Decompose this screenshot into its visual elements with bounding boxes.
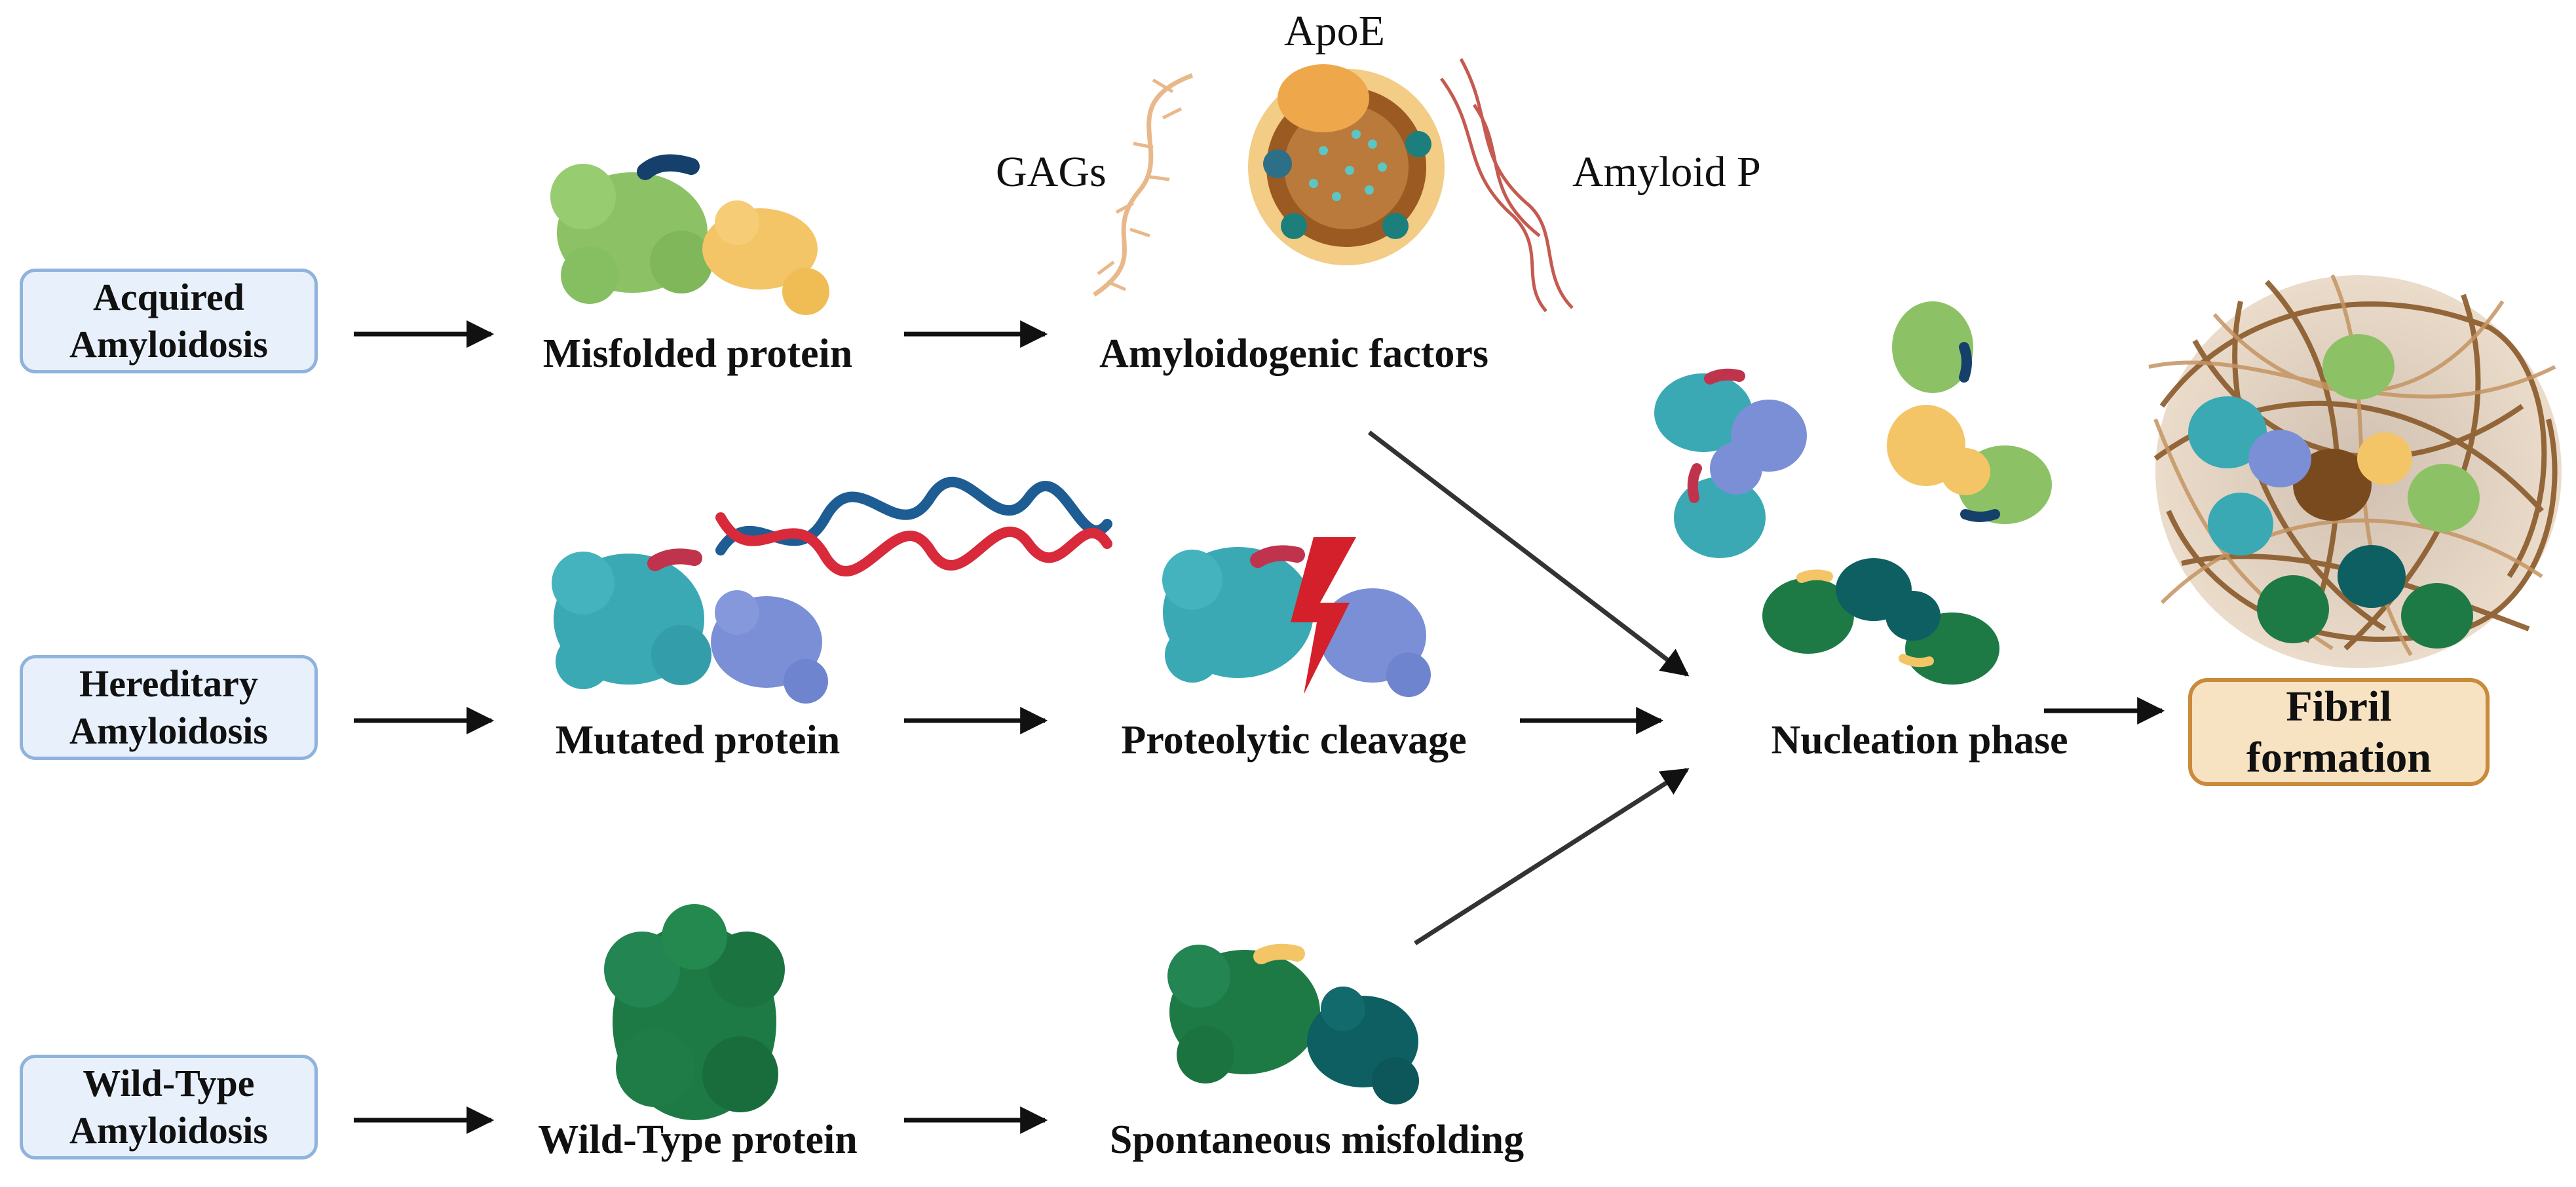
arrows — [354, 320, 2165, 1134]
arrow-factors-to-nucleation — [1367, 430, 1690, 677]
spontaneous-misfolded-protein-icon — [1167, 943, 1419, 1104]
lightning-bolt-icon — [1291, 537, 1356, 694]
fibril-aggregate-icon — [2148, 274, 2562, 668]
category-hereditary-amyloidosis: Hereditary Amyloidosis — [20, 655, 318, 760]
nucleation-cluster-icon — [1654, 301, 2052, 685]
label-amyloid-p: Amyloid P — [1572, 148, 1761, 196]
category-acquired-amyloidosis: Acquired Amyloidosis — [20, 269, 318, 373]
label-apoe: ApoE — [1284, 7, 1385, 55]
label-proteolytic-cleavage: Proteolytic cleavage — [1121, 718, 1467, 763]
label-gags: GAGs — [996, 148, 1107, 196]
apoe-lipoprotein-icon — [1248, 64, 1445, 265]
label-wildtype-protein: Wild-Type protein — [538, 1118, 858, 1162]
label-mutated-protein: Mutated protein — [555, 718, 841, 763]
label-misfolded-protein: Misfolded protein — [542, 331, 853, 376]
amyloid-p-icon — [1439, 58, 1574, 312]
mutated-protein-icon — [552, 548, 828, 704]
dna-helix-icon — [715, 476, 1112, 576]
cleavage-protein-icon — [1162, 545, 1431, 697]
gags-icon — [1093, 73, 1194, 297]
arrow-spontaneous-to-nucleation — [1414, 768, 1690, 945]
category-wildtype-amyloidosis: Wild-Type Amyloidosis — [20, 1055, 318, 1159]
label-spontaneous-misfolding: Spontaneous misfolding — [1109, 1118, 1525, 1162]
label-amyloidogenic-factors: Amyloidogenic factors — [1099, 331, 1489, 376]
label-nucleation-phase: Nucleation phase — [1771, 718, 2068, 763]
wildtype-protein-icon — [604, 904, 785, 1120]
misfolded-protein-icon — [550, 154, 829, 315]
fibril-formation-box: Fibril formation — [2188, 678, 2490, 786]
